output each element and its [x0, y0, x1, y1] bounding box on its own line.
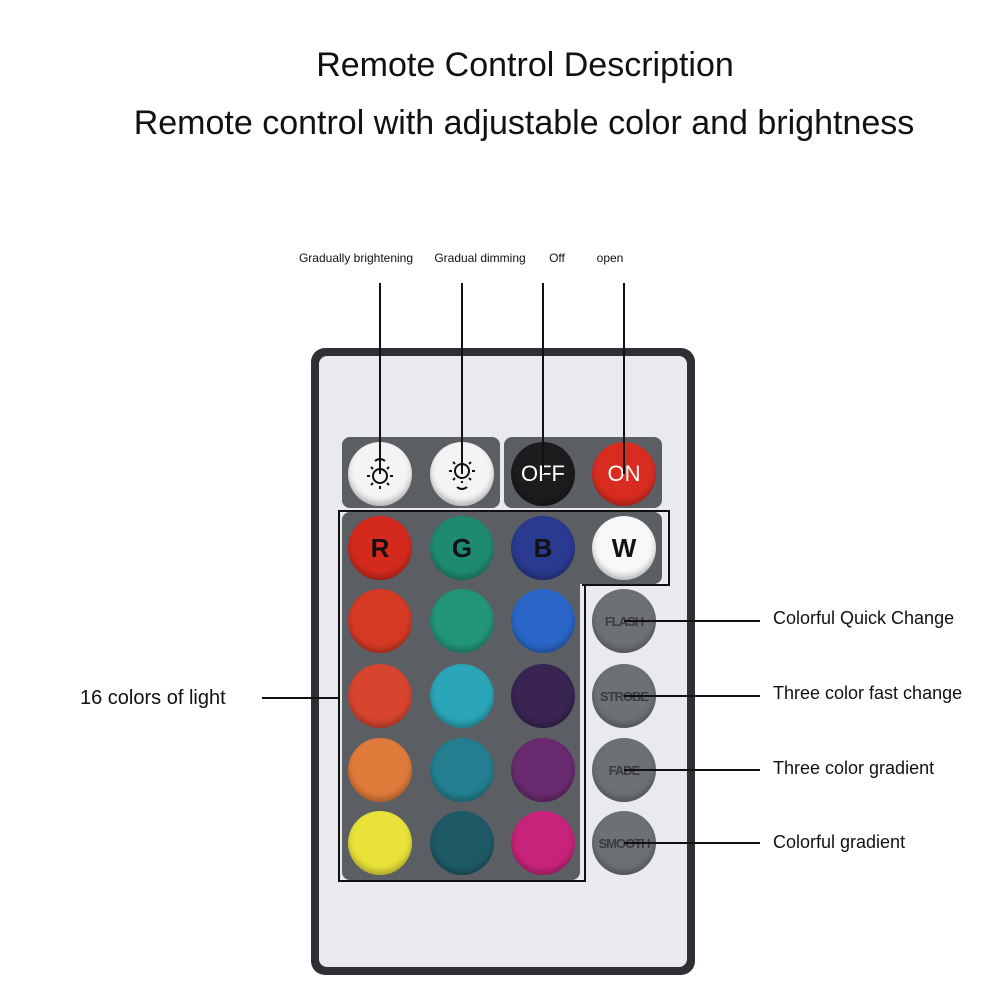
label-flash: Colorful Quick Change: [773, 608, 955, 628]
color-button-2[interactable]: B: [511, 516, 575, 580]
leader-flash: [624, 620, 760, 622]
leader-strobe: [624, 695, 760, 697]
leader-smooth: [624, 842, 760, 844]
color-button-14[interactable]: [430, 811, 494, 875]
label-fade: Three color gradient: [773, 758, 935, 778]
color-button-3[interactable]: W: [592, 516, 656, 580]
page-title: Remote Control Description: [316, 46, 734, 84]
color-button-4[interactable]: [348, 589, 412, 653]
color-button-12[interactable]: [511, 738, 575, 802]
label-dim: Gradual dimming: [434, 251, 526, 265]
color-button-5[interactable]: [430, 589, 494, 653]
page-subtitle: Remote control with adjustable color and…: [133, 104, 915, 142]
colors-outline-top: [338, 510, 670, 586]
label-off: Off: [549, 251, 565, 265]
leader-colors: [262, 697, 338, 699]
color-button-6[interactable]: [511, 589, 575, 653]
color-button-10[interactable]: [348, 738, 412, 802]
color-button-11[interactable]: [430, 738, 494, 802]
outline-step: [582, 584, 668, 586]
color-button-15[interactable]: [511, 811, 575, 875]
color-button-8[interactable]: [430, 664, 494, 728]
color-button-1[interactable]: G: [430, 516, 494, 580]
colors-outline: [338, 584, 586, 882]
label-smooth: Colorful gradient: [773, 832, 906, 852]
label-open: open: [596, 251, 624, 265]
leader-dim: [461, 283, 463, 474]
label-16-colors: 16 colors of light: [80, 687, 226, 709]
leader-brighten: [379, 283, 381, 474]
leader-off: [542, 283, 544, 474]
color-button-0[interactable]: R: [348, 516, 412, 580]
label-strobe: Three color fast change: [773, 683, 963, 703]
color-button-13[interactable]: [348, 811, 412, 875]
color-button-7[interactable]: [348, 664, 412, 728]
label-brighten: Gradually brightening: [298, 251, 414, 265]
leader-fade: [624, 769, 760, 771]
color-button-9[interactable]: [511, 664, 575, 728]
leader-on: [623, 283, 625, 474]
